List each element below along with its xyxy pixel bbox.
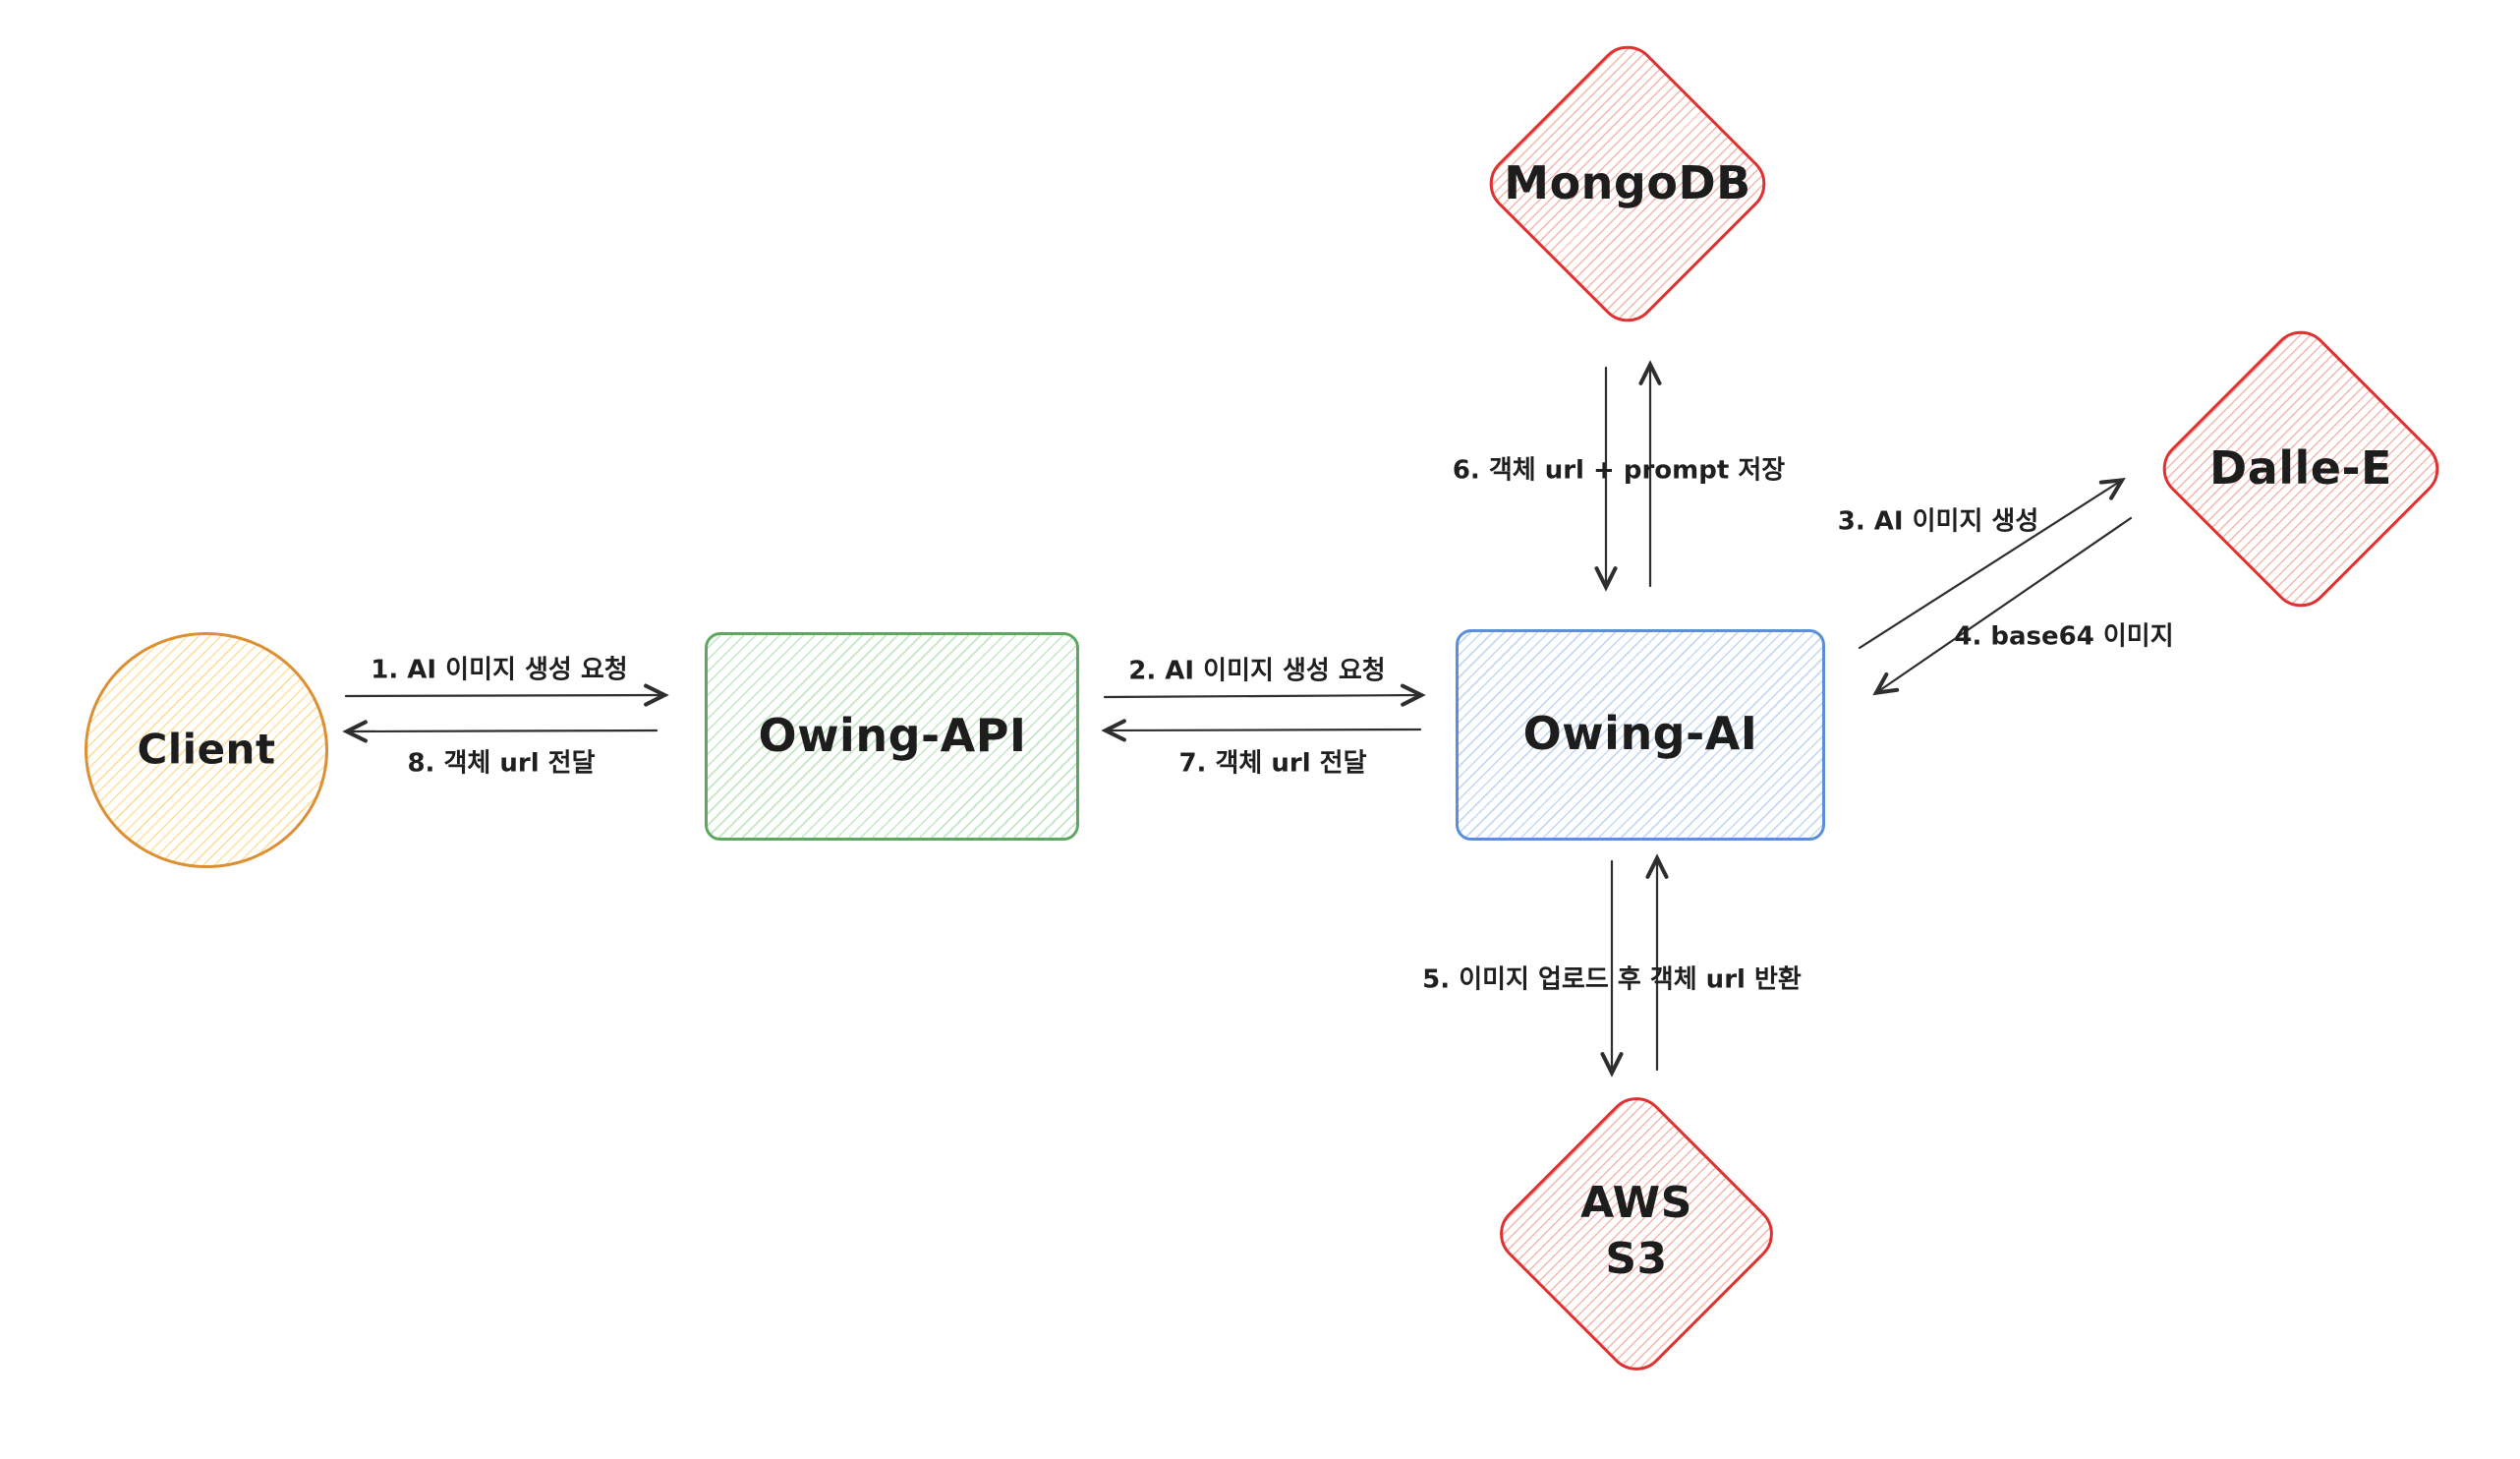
- edge-label-7: 7. 객체 url 전달: [1178, 748, 1367, 779]
- node-client-label: Client: [137, 725, 276, 774]
- node-owing-api-label: Owing-API: [758, 709, 1027, 763]
- edge-label-2: 2. AI 이미지 생성 요청: [1128, 656, 1386, 686]
- node-aws-s3-label-line2: S3: [1605, 1234, 1668, 1284]
- arrow-1-ai-image-request: [344, 683, 669, 707]
- node-owing-ai: [1456, 629, 1825, 841]
- node-owing-ai-label: Owing-AI: [1522, 707, 1758, 761]
- node-aws-s3-label-line1: AWS: [1580, 1177, 1692, 1228]
- node-dalle-e-label: Dalle-E: [2209, 441, 2392, 496]
- edge-label-3: 3. AI 이미지 생성: [1837, 506, 2039, 537]
- arrow-8-object-url-return: [342, 720, 659, 743]
- edge-label-1: 1. AI 이미지 생성 요청: [371, 655, 628, 685]
- arrow-4-base64-image: [1872, 516, 2133, 696]
- arrow-2-ai-image-request: [1103, 683, 1426, 707]
- node-aws-s3-label: AWS S3: [1580, 1175, 1692, 1287]
- node-mongodb-label: MongoDB: [1504, 156, 1751, 210]
- edge-label-4: 4. base64 이미지: [1954, 621, 2174, 652]
- edge-label-5: 5. 이미지 업로드 후 객체 url 반환: [1422, 964, 1802, 995]
- edge-label-8: 8. 객체 url 전달: [407, 748, 596, 779]
- node-client: [85, 632, 328, 868]
- arrow-3-ai-image-create: [1858, 477, 2126, 650]
- edge-label-6: 6. 객체 url + prompt 저장: [1452, 455, 1786, 486]
- node-owing-api: [705, 632, 1079, 841]
